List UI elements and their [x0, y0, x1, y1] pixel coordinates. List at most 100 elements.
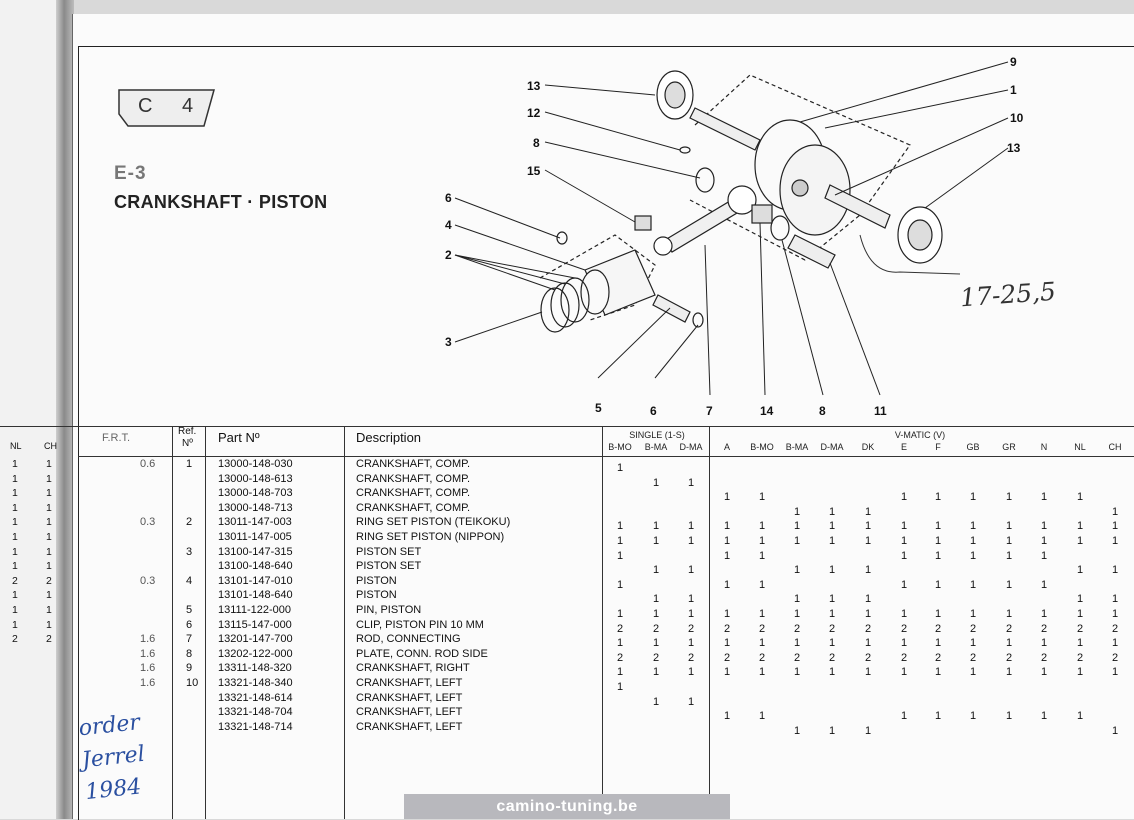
- quantity: 1: [688, 637, 695, 650]
- quantity: 2: [617, 622, 624, 635]
- subsection-code: E-3: [114, 163, 147, 184]
- callout-label: 4: [445, 218, 452, 232]
- left-qty: 2: [12, 633, 18, 646]
- quantity: 2: [1006, 651, 1013, 664]
- quantity: 2: [759, 651, 766, 664]
- callout-label: 1: [1010, 83, 1017, 97]
- quantity: 1: [901, 549, 908, 562]
- quantity: 1: [1041, 666, 1048, 679]
- ref-header: Ref.: [178, 426, 197, 437]
- quantity: 2: [865, 622, 872, 635]
- quantity: 1: [688, 520, 695, 533]
- ref-value: 5: [186, 604, 193, 616]
- quantity: 1: [759, 710, 766, 723]
- quantity: 2: [829, 651, 836, 664]
- parts-table: NL CH F.R.T. Ref. Nº Part Nº Description…: [0, 420, 1134, 819]
- quantity: 1: [653, 666, 660, 679]
- ref-value: 3: [186, 545, 193, 558]
- callout-label: 2: [445, 248, 452, 262]
- left-qty: 1: [12, 472, 18, 485]
- quantity: 1: [759, 535, 766, 547]
- quantity: 1: [865, 505, 872, 518]
- column-header: DK: [861, 442, 875, 452]
- quantity: 1: [1041, 608, 1048, 620]
- description: PIN, PISTON: [356, 604, 422, 616]
- part-number: 13321-148-704: [218, 706, 293, 719]
- column-header: B-MO: [608, 442, 632, 452]
- description: RING SET PISTON (TEIKOKU): [356, 516, 511, 529]
- part-number: 13100-148-640: [218, 560, 293, 573]
- quantity: 2: [1077, 622, 1084, 635]
- quantity: 1: [688, 593, 695, 606]
- column-header: B-MA: [644, 442, 668, 452]
- description: CRANKSHAFT, COMP.: [356, 458, 471, 470]
- quantity: 1: [1112, 520, 1119, 533]
- exploded-parts-diagram: 13 12 8 15 6 4 2 3 9 1 10 13 5 6 7 14 8 …: [445, 55, 1024, 418]
- left-qty: 1: [12, 516, 18, 529]
- description: PISTON: [356, 589, 397, 602]
- quantity: 1: [1112, 535, 1119, 547]
- description: CRANKSHAFT, COMP.: [356, 501, 471, 514]
- column-header: GB: [966, 442, 980, 452]
- left-qty: 1: [12, 545, 18, 558]
- quantity: 1: [759, 549, 766, 562]
- quantity: 2: [901, 622, 908, 635]
- description: CRANKSHAFT, RIGHT: [356, 662, 470, 675]
- left-qty: 1: [46, 589, 52, 602]
- col-divider: [602, 426, 603, 819]
- quantity: 1: [1006, 666, 1013, 679]
- quantity: 2: [794, 622, 801, 635]
- catalog-page: [72, 14, 1134, 819]
- quantity: 1: [688, 666, 695, 679]
- quantity: 1: [724, 637, 731, 650]
- quantity: 1: [1112, 724, 1119, 737]
- quantity: 1: [935, 608, 942, 620]
- left-col-header: CH: [44, 441, 57, 451]
- part-number: 13100-147-315: [218, 545, 293, 558]
- quantity: 1: [865, 564, 872, 577]
- part-number: 13000-148-030: [218, 458, 293, 470]
- col-divider: [709, 426, 710, 819]
- left-qty: 1: [46, 618, 52, 631]
- quantity: 1: [865, 535, 872, 547]
- quantity: 2: [688, 651, 695, 664]
- callout-label: 12: [527, 106, 541, 120]
- quantity: 1: [901, 578, 908, 591]
- book-gutter: [56, 0, 74, 819]
- part-number: 13011-147-003: [218, 516, 292, 529]
- quantity: 1: [688, 695, 695, 708]
- quantity: 1: [901, 608, 908, 620]
- quantity: 1: [724, 549, 731, 562]
- quantity: 2: [759, 622, 766, 635]
- quantity: 1: [829, 666, 836, 679]
- quantity: 1: [901, 535, 908, 547]
- quantity: 1: [901, 491, 908, 504]
- quantity: 1: [794, 637, 801, 650]
- callout-label: 13: [1007, 141, 1021, 155]
- left-qty: 1: [12, 618, 18, 631]
- column-header: N: [1040, 442, 1048, 452]
- part-number: 13000-148-613: [218, 472, 293, 485]
- quantity: 1: [794, 505, 801, 518]
- quantity: 2: [970, 622, 977, 635]
- ref-value: 1: [186, 458, 193, 470]
- quantity: 1: [1112, 666, 1119, 679]
- quantity: 1: [617, 549, 624, 562]
- ref-value: 6: [186, 618, 193, 631]
- quantity: 1: [865, 666, 872, 679]
- frt-value: 0.3: [140, 574, 156, 587]
- quantity: 1: [759, 608, 766, 620]
- quantity: 1: [829, 505, 836, 518]
- quantity: 1: [759, 637, 766, 650]
- callout-label: 11: [874, 404, 887, 418]
- column-header: D-MA: [679, 442, 703, 452]
- frt-value: 1.6: [140, 677, 156, 689]
- quantity: 1: [970, 578, 977, 591]
- column-header: B-MO: [750, 442, 774, 452]
- description: CRANKSHAFT, LEFT: [356, 720, 463, 733]
- quantity: 1: [617, 681, 624, 693]
- frt-header: F.R.T.: [102, 432, 131, 444]
- part-number: 13321-148-714: [218, 720, 293, 733]
- left-qty: 1: [46, 604, 52, 616]
- quantity: 1: [865, 637, 872, 650]
